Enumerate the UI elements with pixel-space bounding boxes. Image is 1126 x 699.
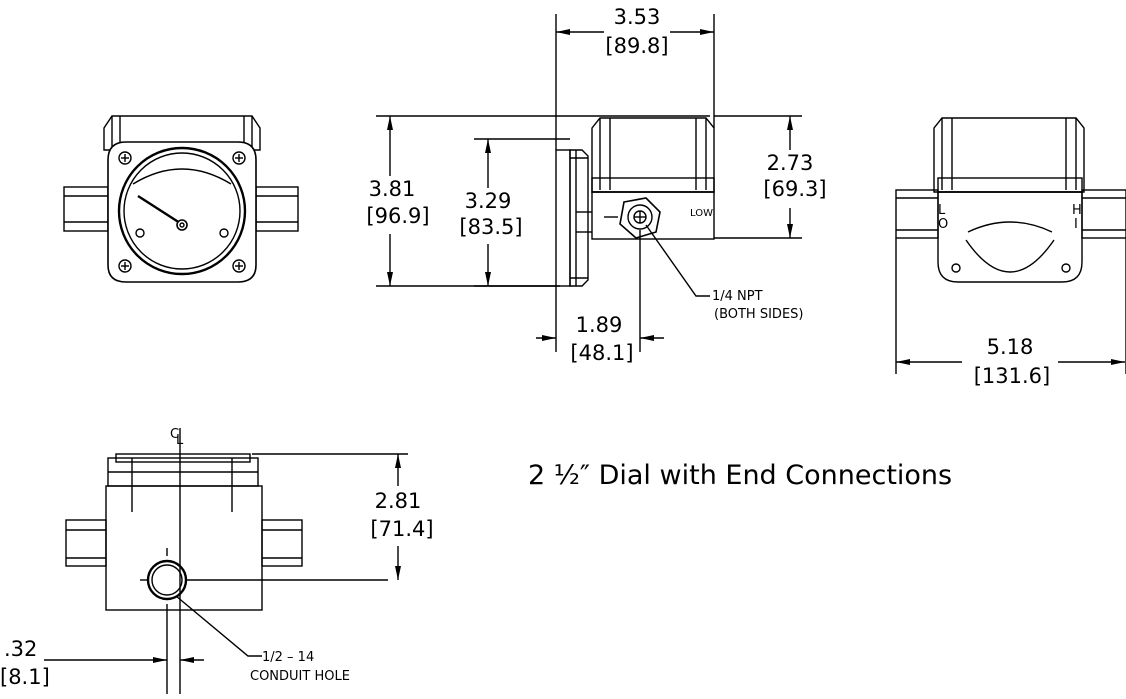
dim-height-body-in: 2.73 [767, 151, 814, 175]
front-left-pipe [63, 186, 109, 232]
dim-width-top-in: 3.53 [614, 5, 661, 29]
hi-label-h: H [1072, 203, 1082, 218]
dim-height-face: 3.29 [83.5] [459, 138, 570, 287]
dim-width-top: 3.53 [89.8] [555, 5, 715, 150]
dim-height-face-mm: [83.5] [459, 215, 522, 239]
rear-body [937, 191, 1083, 283]
side-view: LOW 1/4 NPT (BOTH SIDES) [555, 117, 803, 322]
screw-icon [118, 151, 246, 273]
conduit-leader [175, 595, 262, 657]
dim-width-top-mm: [89.8] [605, 34, 668, 58]
dim-height-face-in: 3.29 [465, 189, 512, 213]
centerline-c: C [170, 427, 179, 442]
dim-height-bottom-view: 2.81 [71.4] [252, 453, 434, 580]
npt-leader [645, 224, 710, 297]
dim-height-overall-mm: [96.9] [366, 204, 429, 228]
side-face-plate [555, 149, 571, 287]
conduit-callout-line2: CONDUIT HOLE [250, 669, 350, 684]
drawing-title: 2 ½″ Dial with End Connections [528, 460, 952, 491]
rear-view: L O H I [895, 117, 1126, 283]
low-port-label: LOW [690, 208, 713, 219]
bottom-view: C L 1/2 – 14 CONDUIT HOLE [65, 427, 388, 694]
dim-width-overall: 5.18 [131.6] [895, 238, 1126, 388]
dim-height-overall-in: 3.81 [369, 177, 416, 201]
dim-port-offset: 1.89 [48.1] [536, 230, 664, 365]
dim-conduit-offset-mm: [8.1] [0, 665, 50, 689]
dim-height-overall: 3.81 [96.9] [366, 115, 710, 287]
lo-label-o: O [938, 217, 948, 232]
centerline-l: L [176, 433, 184, 448]
bottom-body [105, 485, 263, 611]
dim-conduit-offset-in: .32 [4, 637, 37, 661]
rear-housing [933, 117, 1085, 193]
dim-height-bottom-mm: [71.4] [370, 517, 433, 541]
rear-left-pipe [895, 189, 939, 239]
dial-needle [137, 194, 181, 225]
dim-port-offset-mm: [48.1] [570, 341, 633, 365]
dim-height-body: 2.73 [69.3] [714, 115, 827, 239]
dim-height-bottom-in: 2.81 [375, 489, 422, 513]
lo-label-l: L [938, 203, 946, 218]
side-body [591, 191, 715, 240]
dial-scale-arc [132, 168, 232, 185]
front-right-pipe [255, 186, 299, 232]
dim-width-overall-in: 5.18 [987, 335, 1034, 359]
front-view [63, 115, 299, 283]
dial-face [117, 146, 247, 276]
npt-callout-line1: 1/4 NPT [712, 289, 763, 304]
dim-port-offset-in: 1.89 [576, 313, 623, 337]
dim-height-body-mm: [69.3] [763, 177, 826, 201]
dim-conduit-offset: .32 [8.1] [0, 637, 204, 689]
front-bezel [107, 141, 257, 283]
bottom-left-pipe [65, 519, 107, 567]
conduit-callout-line1: 1/2 – 14 [262, 650, 314, 665]
rear-right-pipe [1081, 189, 1126, 239]
bottom-right-pipe [261, 519, 303, 567]
hi-label-i: I [1074, 217, 1078, 232]
npt-callout-line2: (BOTH SIDES) [714, 307, 803, 322]
dim-width-overall-mm: [131.6] [974, 364, 1051, 388]
